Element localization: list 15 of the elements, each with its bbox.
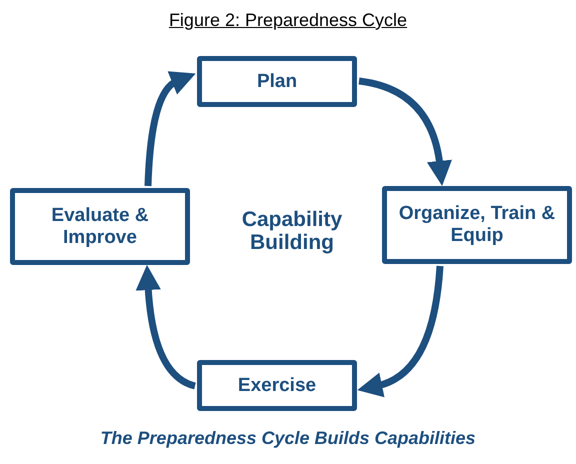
box-label: Exercise bbox=[238, 374, 316, 396]
caption: The Preparedness Cycle Builds Capabilities bbox=[100, 428, 476, 448]
curved-arrow bbox=[136, 264, 196, 390]
center-label: Capability Building bbox=[240, 208, 344, 254]
figure-title: Figure 2: Preparedness Cycle bbox=[168, 10, 408, 30]
curved-arrow bbox=[358, 78, 452, 186]
curved-arrow bbox=[144, 71, 195, 186]
process-box bbox=[197, 56, 357, 107]
curved-arrow bbox=[358, 266, 444, 397]
box-label: Organize, Train & Equip bbox=[398, 203, 556, 247]
box-label: Plan bbox=[256, 70, 298, 92]
box-label: Evaluate & Improve bbox=[50, 204, 150, 248]
process-box bbox=[382, 186, 572, 264]
process-box bbox=[197, 360, 357, 411]
process-box bbox=[10, 188, 190, 265]
